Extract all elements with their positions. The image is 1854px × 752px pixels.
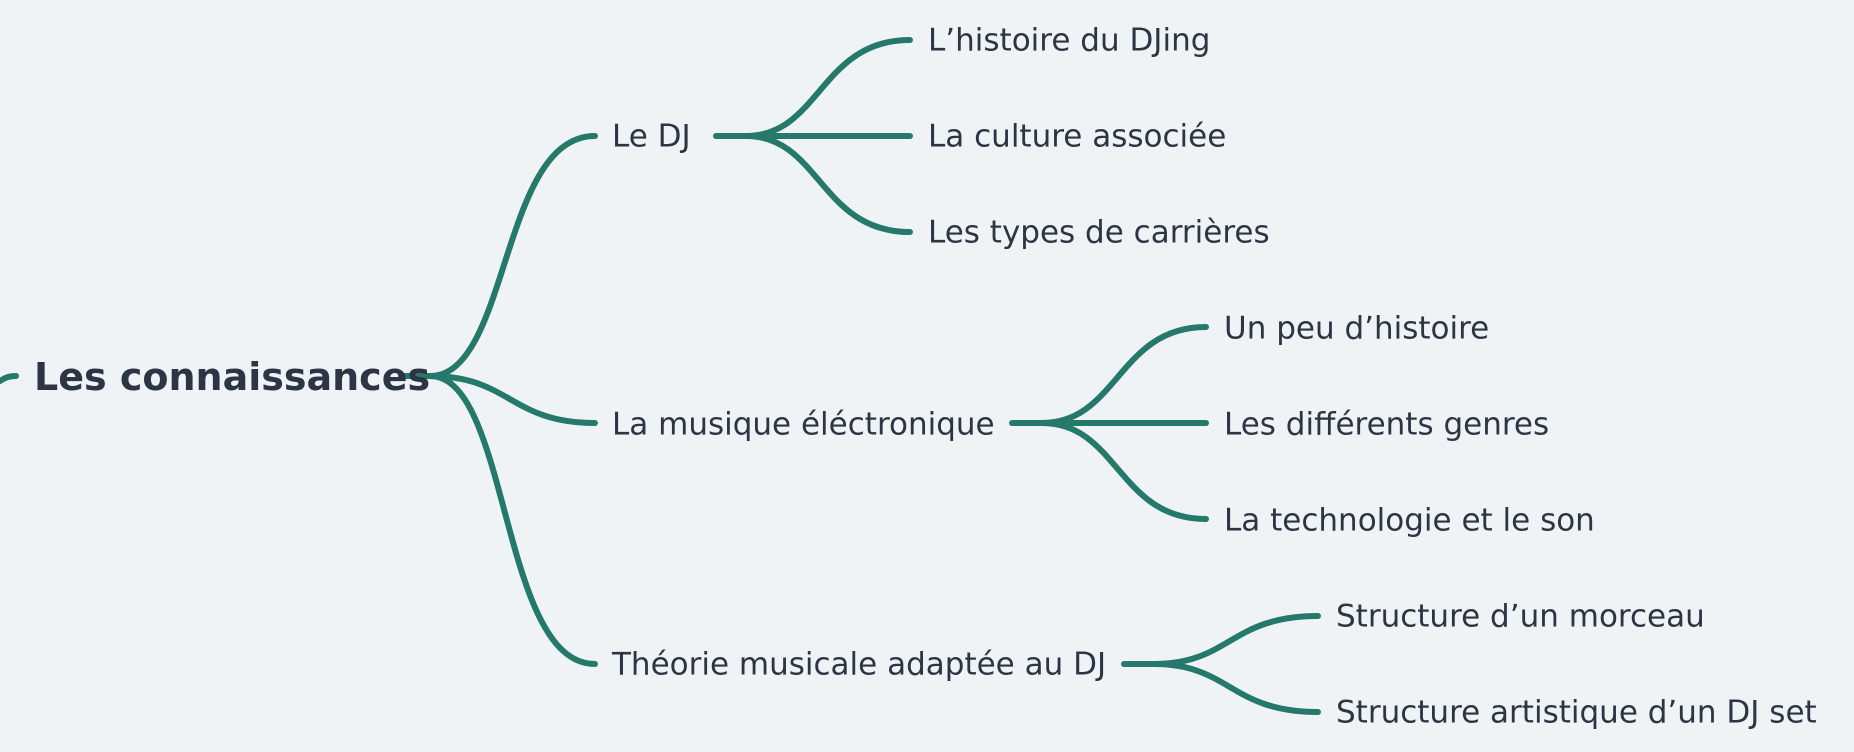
link-root-to-le-dj xyxy=(427,133,598,379)
branch-musique-electronique[interactable]: La musique éléctronique xyxy=(612,406,995,443)
root-node-label[interactable]: Les connaissances xyxy=(34,355,431,399)
leaf-differents-genres[interactable]: Les différents genres xyxy=(1224,406,1550,443)
link-musique-to-histoire xyxy=(1039,324,1209,426)
link-le-dj-to-carrieres xyxy=(743,133,913,235)
leaf-culture-associee[interactable]: La culture associée xyxy=(928,118,1227,155)
branch-theorie-musicale[interactable]: Théorie musicale adaptée au DJ xyxy=(612,646,1107,683)
link-theorie-to-structure-set xyxy=(1151,661,1321,715)
branch-le-dj[interactable]: Le DJ xyxy=(612,118,691,155)
leaf-histoire-djing[interactable]: L’histoire du DJing xyxy=(928,22,1211,59)
link-root-to-musique xyxy=(427,373,598,426)
leaf-structure-dj-set[interactable]: Structure artistique d’un DJ set xyxy=(1336,694,1817,731)
root-incoming-link xyxy=(0,373,19,384)
leaf-types-carrieres[interactable]: Les types de carrières xyxy=(928,214,1270,251)
leaf-structure-morceau[interactable]: Structure d’un morceau xyxy=(1336,598,1705,635)
link-theorie-to-structure-morceau xyxy=(1151,613,1321,667)
leaf-technologie-son[interactable]: La technologie et le son xyxy=(1224,502,1595,539)
link-root-to-theorie xyxy=(427,373,598,667)
leaf-peu-histoire[interactable]: Un peu d’histoire xyxy=(1224,310,1490,347)
link-le-dj-to-histoire-djing xyxy=(743,37,913,139)
link-musique-to-technologie xyxy=(1039,420,1209,522)
